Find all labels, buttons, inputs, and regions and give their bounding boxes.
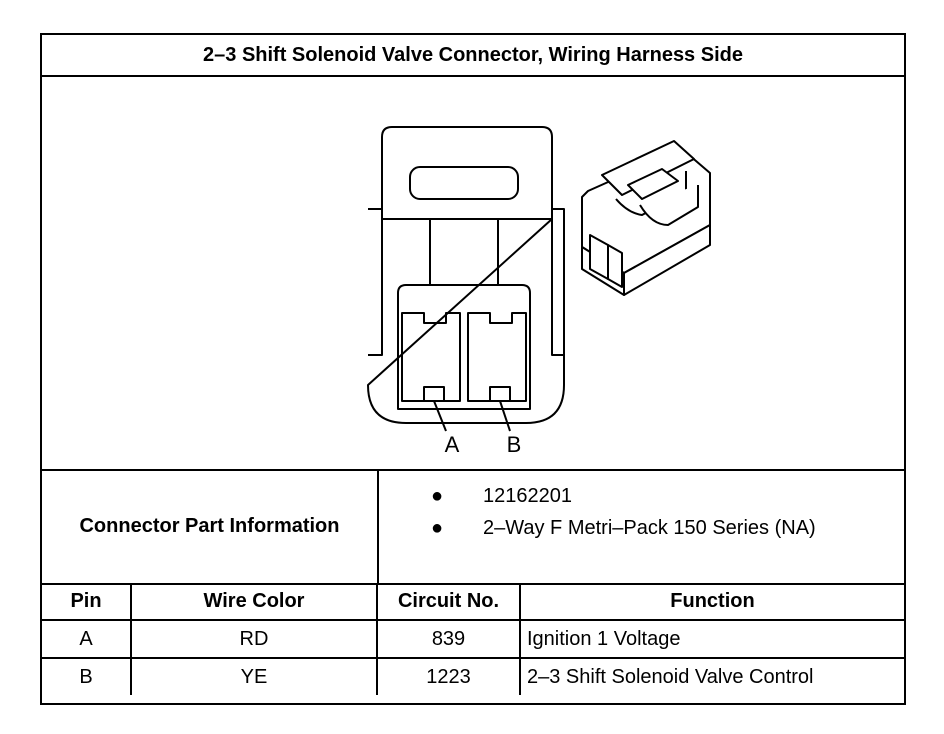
pin-label-b: B bbox=[507, 432, 522, 457]
header-wire-color: Wire Color bbox=[130, 583, 378, 621]
pin-label-a: A bbox=[445, 432, 460, 457]
latch-slot bbox=[409, 166, 519, 200]
cell-circuit-no: 1223 bbox=[376, 657, 521, 695]
connector-info-list: ● 12162201 ● 2–Way F Metri–Pack 150 Seri… bbox=[379, 469, 904, 583]
pin-table-header: Pin Wire Color Circuit No. Function bbox=[42, 583, 904, 621]
connector-isometric-view bbox=[581, 140, 711, 296]
table-row: A RD 839 Ignition 1 Voltage bbox=[42, 619, 904, 659]
cell-wire-color: RD bbox=[130, 619, 378, 659]
cell-function: Ignition 1 Voltage bbox=[519, 619, 904, 659]
table-row: B YE 1223 2–3 Shift Solenoid Valve Contr… bbox=[42, 657, 904, 695]
header-function: Function bbox=[519, 583, 904, 621]
connector-figure: A B bbox=[42, 75, 904, 471]
connector-drawing: A B bbox=[367, 126, 711, 457]
cavity-b bbox=[467, 312, 527, 402]
header-pin: Pin bbox=[42, 583, 132, 621]
cell-wire-color: YE bbox=[130, 657, 378, 695]
bullet-icon: ● bbox=[431, 485, 444, 507]
connector-series: 2–Way F Metri–Pack 150 Series (NA) bbox=[483, 517, 816, 539]
connector-part-info: Connector Part Information ● 12162201 ● … bbox=[42, 469, 904, 585]
pin-table: Pin Wire Color Circuit No. Function A RD… bbox=[42, 583, 904, 695]
terminal-frame bbox=[397, 284, 531, 410]
connector-sheet: 2–3 Shift Solenoid Valve Connector, Wiri… bbox=[40, 33, 906, 705]
cell-pin: B bbox=[42, 657, 132, 695]
part-number: 12162201 bbox=[483, 485, 572, 507]
cell-circuit-no: 839 bbox=[376, 619, 521, 659]
cell-function: 2–3 Shift Solenoid Valve Control bbox=[519, 657, 904, 695]
connector-body bbox=[367, 208, 565, 424]
cell-pin: A bbox=[42, 619, 132, 659]
sheet-title: 2–3 Shift Solenoid Valve Connector, Wiri… bbox=[42, 35, 904, 77]
cavity-a bbox=[401, 312, 461, 402]
header-circuit-no: Circuit No. bbox=[376, 583, 521, 621]
bullet-icon: ● bbox=[431, 517, 444, 539]
connector-info-label: Connector Part Information bbox=[42, 469, 379, 583]
